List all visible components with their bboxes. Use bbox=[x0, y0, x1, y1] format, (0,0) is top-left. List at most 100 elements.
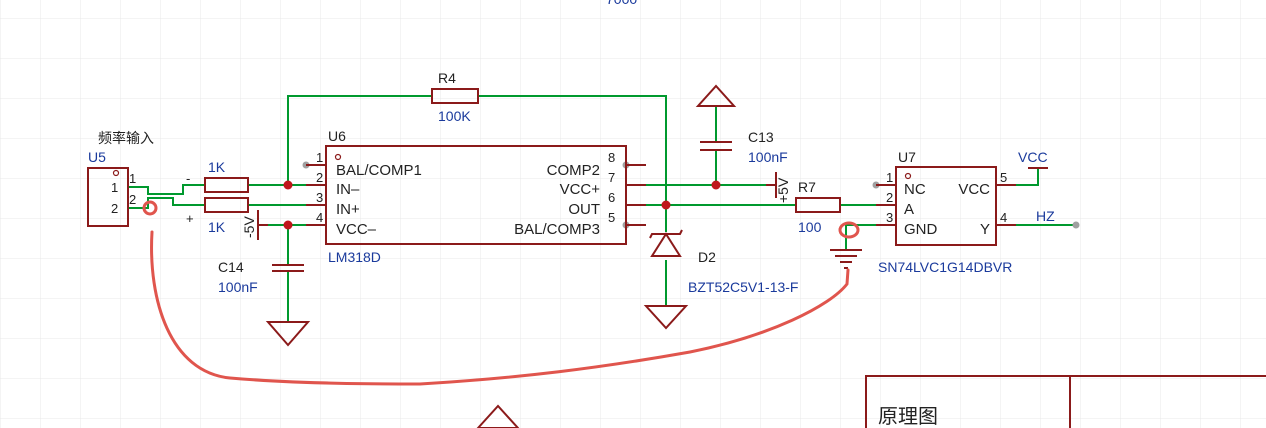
u6-pin7-num: 7 bbox=[608, 170, 615, 185]
u5-pin1-ext: 1 bbox=[129, 171, 136, 186]
u6-pin6-num: 6 bbox=[608, 190, 615, 205]
junction-out bbox=[661, 200, 671, 210]
u5-title: 频率输入 bbox=[98, 130, 154, 146]
u6-pin4-num: 4 bbox=[316, 210, 323, 225]
u7-ref: U7 bbox=[898, 149, 916, 165]
neg5v-label: -5V bbox=[241, 216, 257, 238]
annotation-circle-right bbox=[838, 221, 860, 239]
r7-body bbox=[795, 197, 841, 213]
c14-value: 100nF bbox=[218, 279, 258, 295]
capacitor-c13[interactable]: C13 100nF bbox=[700, 129, 788, 165]
wire-feedback-right bbox=[478, 95, 667, 205]
ground-u7-symbol[interactable] bbox=[830, 249, 862, 269]
u7-pin1-name: NC bbox=[904, 181, 926, 198]
u6-pin7-name: VCC+ bbox=[560, 181, 601, 198]
u6-pin4-name: VCC– bbox=[336, 221, 377, 238]
vcc-flag[interactable]: VCC bbox=[1018, 149, 1048, 169]
r7-ref: R7 bbox=[798, 179, 816, 195]
u5-pin1-marker bbox=[112, 169, 120, 177]
resistor-r4[interactable]: R4 100K bbox=[431, 70, 479, 124]
u7-pin4-num: 4 bbox=[1000, 210, 1007, 225]
neg5v-flag[interactable]: -5V bbox=[241, 210, 268, 240]
u6-pin1-marker bbox=[334, 153, 342, 161]
u6-pin3-name: IN+ bbox=[336, 201, 360, 218]
u6-ref: U6 bbox=[328, 128, 346, 144]
hz-port-dot bbox=[1072, 221, 1080, 229]
u5-pin2-num: 2 bbox=[111, 201, 118, 216]
u7-pin2-num: 2 bbox=[886, 190, 893, 205]
u6-part: LM318D bbox=[328, 249, 381, 265]
wire-u5-pin1 bbox=[128, 184, 205, 195]
u6-pin5-name: BAL/COMP3 bbox=[514, 221, 600, 238]
pos5v-label: +5V bbox=[775, 177, 791, 203]
u7-pin3-name: GND bbox=[904, 221, 938, 238]
r4-value: 100K bbox=[438, 108, 471, 124]
u6-pin1-num: 1 bbox=[316, 150, 323, 165]
junctions bbox=[283, 180, 721, 230]
annotation-curve bbox=[150, 230, 850, 386]
wire-u7-vcc bbox=[1016, 168, 1039, 186]
u6-pin3-num: 3 bbox=[316, 190, 323, 205]
u6-pin6-name: OUT bbox=[568, 201, 600, 218]
d2-part: BZT52C5V1-13-F bbox=[688, 279, 798, 295]
wire-plus-sign: + bbox=[186, 211, 194, 226]
d2-triangle bbox=[650, 232, 682, 257]
u7-part: SN74LVC1G14DBVR bbox=[878, 259, 1012, 275]
hz-net-label[interactable]: HZ bbox=[1036, 208, 1055, 224]
u7-pin4-name: Y bbox=[980, 221, 990, 238]
resistor-bottom-body bbox=[204, 197, 249, 213]
r4-ref: R4 bbox=[438, 70, 456, 86]
u7-pin2-name: A bbox=[904, 201, 914, 218]
wire-minus-sign: - bbox=[186, 171, 190, 186]
ground-d2-symbol[interactable] bbox=[643, 305, 689, 330]
u7-schmitt[interactable]: U7 1 2 3 5 4 NC A GND VCC Y SN74LVC1G14D… bbox=[876, 149, 1016, 275]
r4-body bbox=[431, 88, 479, 104]
resistor-top[interactable]: 1K bbox=[204, 159, 249, 193]
d2-ref: D2 bbox=[698, 249, 716, 265]
vcc-label: VCC bbox=[1018, 149, 1048, 165]
capacitor-c14[interactable]: C14 100nF bbox=[218, 259, 304, 295]
power-bottom-symbol[interactable] bbox=[476, 404, 520, 428]
u6-pin8-name: COMP2 bbox=[547, 162, 600, 179]
resistor-bottom-value: 1K bbox=[208, 219, 226, 235]
c14-ref: C14 bbox=[218, 259, 244, 275]
u5-pin1-num: 1 bbox=[111, 180, 118, 195]
junction-vcc-plus bbox=[711, 180, 721, 190]
title-block[interactable]: 原理图 bbox=[865, 375, 1266, 428]
annotation-markup bbox=[142, 200, 860, 386]
u7-pin1-marker bbox=[904, 172, 912, 180]
u6-opamp[interactable]: U6 1 2 3 4 8 7 6 5 BAL/COMP1 IN– IN+ bbox=[306, 128, 646, 265]
wire-feedback-left bbox=[287, 95, 432, 185]
c13-ref: C13 bbox=[748, 129, 774, 145]
resistor-bottom[interactable]: 1K bbox=[204, 197, 249, 235]
u7-pin5-name: VCC bbox=[958, 181, 990, 198]
u7-pin-stubs bbox=[876, 184, 1016, 226]
junction-in-minus bbox=[283, 180, 293, 190]
u7-pin5-num: 5 bbox=[1000, 170, 1007, 185]
resistor-top-body bbox=[204, 177, 249, 193]
r7-value: 100 bbox=[798, 219, 822, 235]
junction-vcc-minus bbox=[283, 220, 293, 230]
wires bbox=[128, 95, 1076, 322]
u6-pin1-name: BAL/COMP1 bbox=[336, 162, 422, 179]
power-top-symbol[interactable] bbox=[695, 84, 737, 107]
d2-cathode-bar bbox=[649, 229, 683, 239]
resistor-top-value: 1K bbox=[208, 159, 226, 175]
u6-pin-stubs bbox=[306, 164, 646, 226]
pos5v-flag[interactable]: +5V bbox=[766, 172, 791, 203]
annotation-circle-left bbox=[142, 200, 158, 216]
u5-pin2-ext: 2 bbox=[129, 192, 136, 207]
title-block-label: 原理图 bbox=[878, 406, 938, 428]
u6-pin2-name: IN– bbox=[336, 181, 360, 198]
u7-pin1-num: 1 bbox=[886, 170, 893, 185]
u5-connector[interactable]: 频率输入 U5 1 2 1 2 - + bbox=[87, 130, 194, 227]
ground-c14-symbol[interactable] bbox=[265, 321, 311, 347]
u6-pin2-num: 2 bbox=[316, 170, 323, 185]
zener-d2[interactable]: D2 BZT52C5V1-13-F bbox=[649, 229, 798, 295]
u6-pin5-num: 5 bbox=[608, 210, 615, 225]
top-cut-label: 7000 bbox=[606, 0, 637, 7]
u7-pin3-num: 3 bbox=[886, 210, 893, 225]
resistor-r7[interactable]: R7 100 bbox=[795, 179, 841, 235]
